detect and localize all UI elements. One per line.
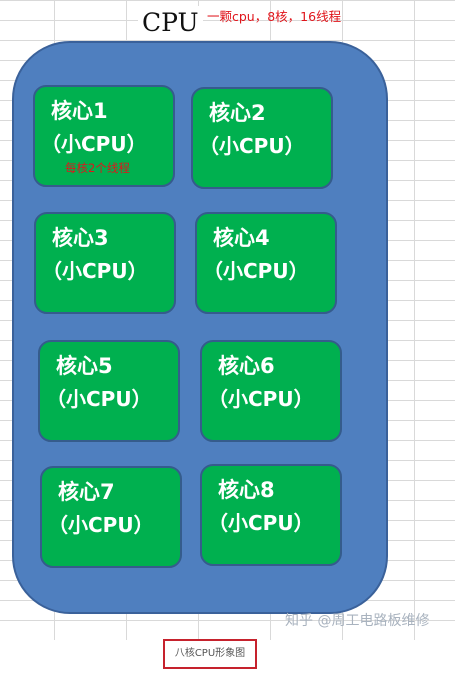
- core-label: 核心5: [56, 354, 113, 378]
- core-1: 核心1 （小CPU） 每核2个线程: [33, 85, 175, 187]
- core-6: 核心6 （小CPU）: [200, 340, 342, 442]
- core-5: 核心5 （小CPU）: [38, 340, 180, 442]
- core-3: 核心3 （小CPU）: [34, 212, 176, 314]
- core-4: 核心4 （小CPU）: [195, 212, 337, 314]
- core-subtitle: （小CPU）: [208, 511, 314, 535]
- core-subtitle: （小CPU）: [203, 259, 309, 283]
- core-label: 核心2: [209, 101, 266, 125]
- cpu-spec-annotation: 一颗cpu，8核，16线程: [207, 9, 342, 24]
- core-subtitle: （小CPU）: [48, 513, 154, 537]
- core-subtitle: （小CPU）: [46, 387, 152, 411]
- core-2: 核心2 （小CPU）: [191, 87, 333, 189]
- core-subtitle: （小CPU）: [199, 134, 305, 158]
- threads-per-core-annotation: 每核2个线程: [65, 161, 130, 175]
- core-8: 核心8 （小CPU）: [200, 464, 342, 566]
- core-label: 核心7: [58, 480, 115, 504]
- core-7: 核心7 （小CPU）: [40, 466, 182, 568]
- cpu-title: CPU: [138, 6, 203, 40]
- cpu-package: 核心1 （小CPU） 每核2个线程 核心2 （小CPU） 核心3 （小CPU） …: [12, 41, 388, 614]
- core-label: 核心8: [218, 478, 275, 502]
- core-subtitle: （小CPU）: [208, 387, 314, 411]
- zhihu-watermark: 知乎 @周工电路板维修: [285, 613, 430, 629]
- core-label: 核心4: [213, 226, 270, 250]
- core-subtitle: （小CPU）: [41, 132, 147, 156]
- core-subtitle: （小CPU）: [42, 259, 148, 283]
- core-label: 核心1: [51, 99, 108, 123]
- figure-caption: 八核CPU形象图: [163, 639, 257, 669]
- core-label: 核心3: [52, 226, 109, 250]
- core-label: 核心6: [218, 354, 275, 378]
